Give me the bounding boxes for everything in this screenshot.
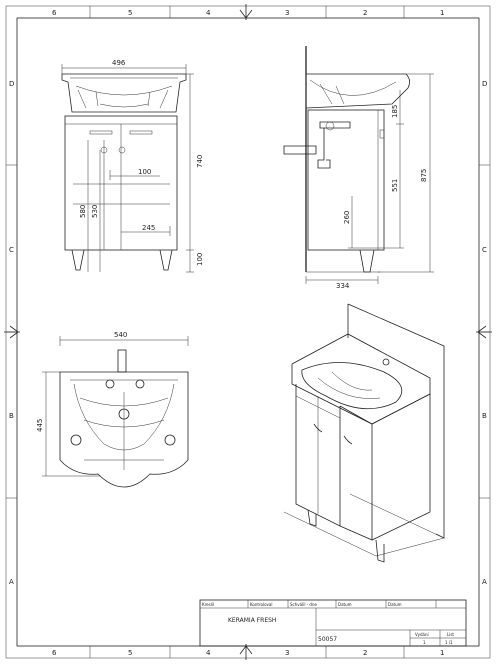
zone-right-B: B	[482, 412, 487, 420]
side-h551-dim: 551	[391, 179, 399, 192]
zone-left-C: C	[9, 246, 14, 254]
side-depth-dim: 334	[336, 282, 350, 290]
front-width-dim: 496	[112, 59, 126, 67]
tb-code: 50057	[318, 636, 337, 643]
zone-bottom-1: 1	[440, 649, 444, 657]
top-view	[42, 336, 189, 488]
zone-left-D: D	[9, 80, 14, 88]
drawing-frame	[5, 5, 491, 659]
front-offset-245-dim: 245	[142, 224, 155, 232]
front-offset-100-dim: 100	[138, 168, 151, 176]
side-h185-dim: 185	[391, 105, 399, 118]
tb-header-approved: Schválil - dne	[290, 602, 317, 607]
front-view	[61, 64, 194, 273]
zone-bottom-2: 2	[363, 649, 367, 657]
zone-right-A: A	[482, 578, 487, 586]
tb-header-checked: Kontroloval	[250, 602, 272, 607]
tb-sheet-header-left: Vydání	[415, 632, 430, 637]
zone-top-3: 3	[285, 9, 289, 17]
zone-left-B: B	[9, 412, 14, 420]
front-h580-dim: 580	[79, 205, 87, 218]
tb-sheet-value-left: 1	[423, 640, 426, 645]
front-h530-dim: 530	[91, 205, 99, 218]
zone-top-4: 4	[206, 9, 211, 17]
zone-top-2: 2	[363, 9, 367, 17]
zone-top-6: 6	[52, 9, 57, 17]
isometric-view	[283, 303, 445, 563]
tb-header-date-1: Datum	[338, 602, 352, 607]
tb-sheet-header-right: List	[447, 632, 454, 637]
zone-top-5: 5	[128, 9, 132, 17]
tb-sheet-value-right: 1 /1	[445, 640, 453, 645]
side-total-height-dim: 875	[420, 169, 428, 182]
zone-bottom-4: 4	[206, 649, 211, 657]
side-view	[283, 46, 434, 284]
zone-top-1: 1	[440, 9, 444, 17]
top-zone-ruler	[6, 6, 490, 658]
top-width-dim: 540	[114, 331, 127, 339]
zone-right-D: D	[482, 80, 487, 88]
title-block	[199, 599, 467, 647]
centering-marks	[4, 4, 492, 660]
top-depth-dim: 445	[36, 419, 44, 432]
front-leg-dim: 100	[196, 253, 204, 266]
side-h260-dim: 260	[343, 211, 351, 224]
zone-bottom-3: 3	[285, 649, 289, 657]
tb-header-drawn: Kreslil	[202, 602, 214, 607]
zone-left-A: A	[9, 578, 14, 586]
zone-bottom-5: 5	[128, 649, 132, 657]
zone-right-C: C	[482, 246, 487, 254]
zone-bottom-6: 6	[52, 649, 57, 657]
tb-product-name: KERAMIA FRESH	[228, 617, 276, 624]
front-height-dim: 740	[196, 155, 204, 168]
tb-header-date-2: Datum	[388, 602, 402, 607]
